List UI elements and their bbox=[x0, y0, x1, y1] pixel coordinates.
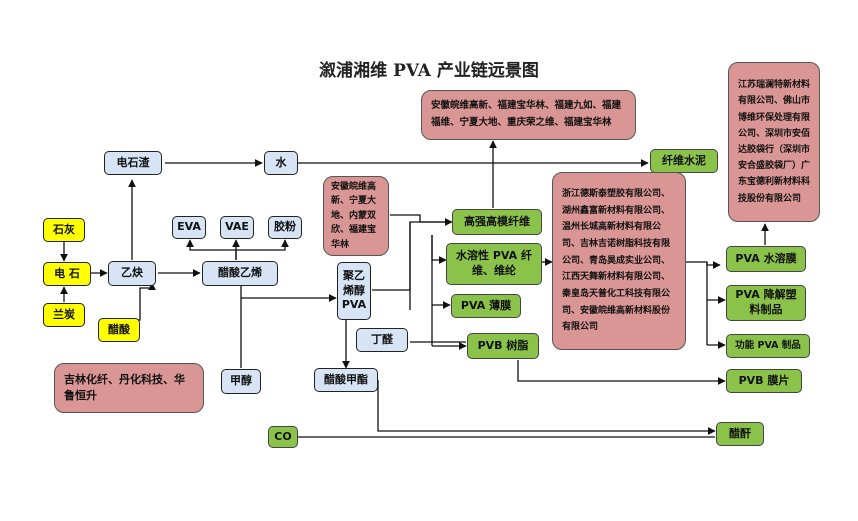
node-cusuan: 醋酸 bbox=[98, 318, 140, 342]
node-cusuanyixi: 醋酸乙烯 bbox=[202, 261, 278, 286]
company-box-jilin: 吉林化纤、丹化科技、华鲁恒升 bbox=[54, 363, 204, 413]
node-jiaofen: 胶粉 bbox=[268, 216, 302, 239]
node-pvbmopian: PVB 膜片 bbox=[726, 369, 802, 393]
node-pvbshuzhi: PVB 树脂 bbox=[467, 333, 539, 359]
node-pvabaomo: PVA 薄膜 bbox=[451, 294, 521, 318]
company-box-top: 安徽皖维高新、福建宝华林、福建九如、福建福维、宁夏大地、重庆荣之维、福建宝华林 bbox=[421, 90, 636, 140]
node-shihui: 石灰 bbox=[43, 218, 85, 242]
node-dianshizha: 电石渣 bbox=[104, 151, 162, 175]
node-dianshi: 电 石 bbox=[43, 262, 91, 286]
node-lantan: 兰炭 bbox=[43, 303, 85, 327]
company-box-right: 江苏瑞澜特新材料有限公司、佛山市博维环保处理有限公司、深圳市安佰达胶袋行（深圳市… bbox=[728, 62, 820, 222]
node-shuirong: 水溶性 PVA 纤维、维纶 bbox=[446, 243, 542, 285]
node-cuganw: 醋酐 bbox=[716, 422, 764, 446]
company-box-left: 安徽皖维高新、宁夏大地、内蒙双欣、福建宝华林 bbox=[323, 176, 389, 256]
node-gaoqiang: 高强高模纤维 bbox=[452, 209, 542, 235]
node-jiachun: 甲醇 bbox=[221, 369, 261, 394]
node-xianweishuini: 纤维水泥 bbox=[650, 149, 718, 173]
node-vae: VAE bbox=[220, 216, 254, 239]
node-shui: 水 bbox=[264, 151, 298, 175]
node-co: CO bbox=[268, 426, 298, 448]
node-pvajiangjie: PVA 降解塑料制品 bbox=[726, 285, 806, 321]
node-pva: 聚乙烯醇PVA bbox=[337, 262, 371, 320]
node-cusuanjiazhi: 醋酸甲酯 bbox=[314, 368, 378, 392]
company-box-center: 浙江德斯泰塑胶有限公司、湖州鑫富新材料有限公司、温州长城高新材料有限公司、吉林吉… bbox=[552, 172, 686, 350]
node-yiqu: 乙炔 bbox=[108, 261, 156, 286]
node-pvashuirongmo: PVA 水溶膜 bbox=[726, 246, 806, 272]
node-gongneng: 功能 PVA 制品 bbox=[726, 334, 810, 358]
node-dingquan: 丁醛 bbox=[356, 328, 408, 352]
node-eva: EVA bbox=[172, 216, 206, 239]
diagram-title: 溆浦湘维 PVA 产业链远景图 bbox=[319, 61, 539, 81]
